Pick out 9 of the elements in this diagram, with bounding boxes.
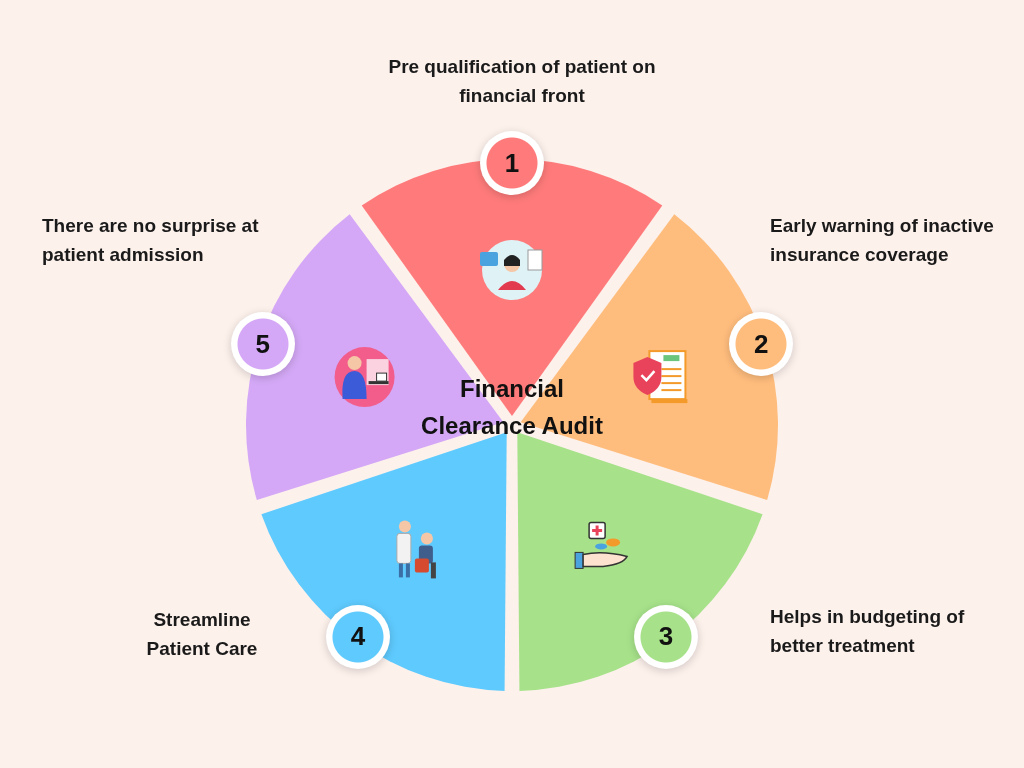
number-circle: 5 [230,312,295,377]
description-text: Early warning of inactive insurance coverage [770,214,995,267]
number-circle: 2 [729,312,794,377]
description-text: Pre qualification of patient on financial front [387,55,657,108]
center-title: Financial Clearance Audit [420,374,604,441]
number-circle: 1 [480,131,544,195]
description-text: Helps in budgeting of better treatment [770,605,966,658]
description-text: Streamline Patient Care [145,608,259,661]
description-text: There are no surprise at patient admission [42,214,260,267]
